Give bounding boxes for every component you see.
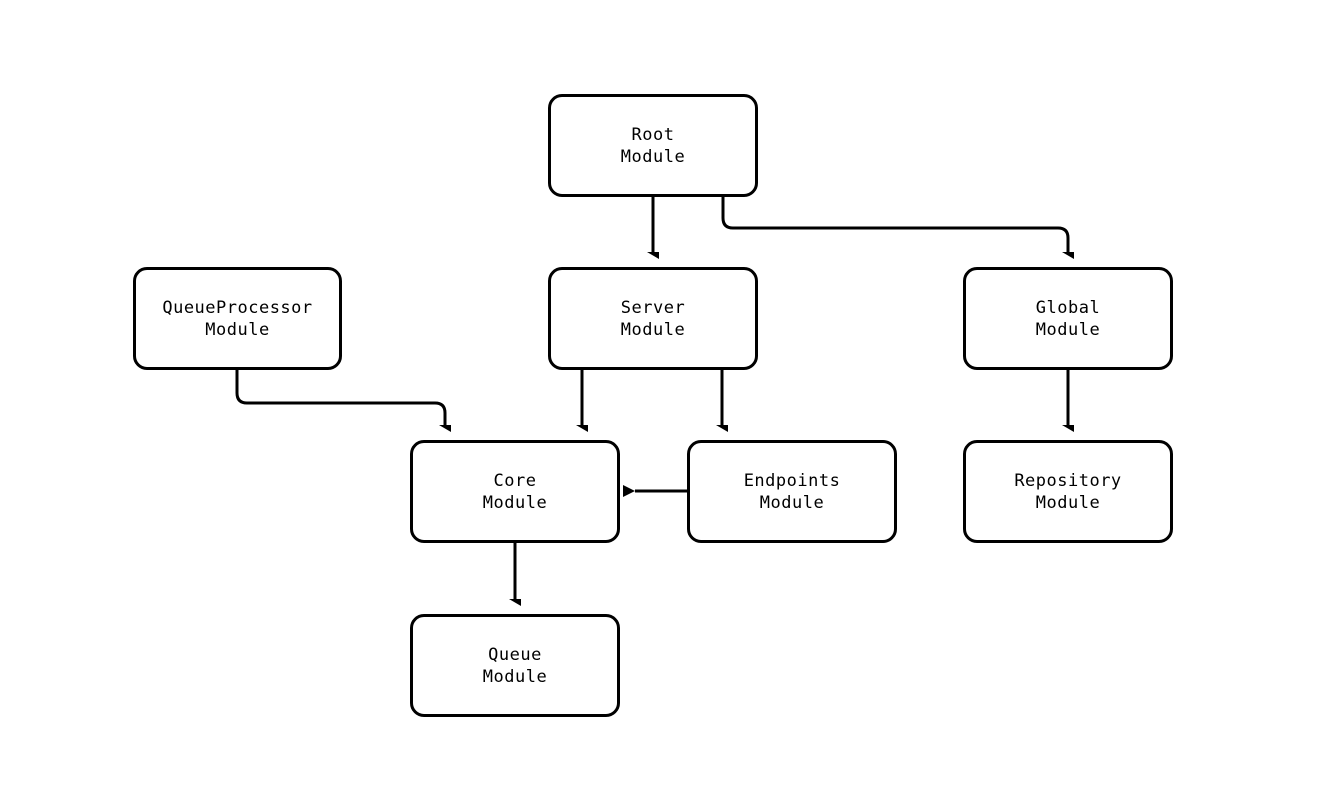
node-endpoints[interactable]: Endpoints Module	[687, 440, 897, 543]
node-endpoints-label: Endpoints Module	[743, 470, 841, 513]
node-global-label: Global Module	[1035, 297, 1101, 340]
node-root-label: Root Module	[620, 124, 686, 167]
node-repository-label: Repository Module	[1014, 470, 1122, 513]
node-global[interactable]: Global Module	[963, 267, 1173, 370]
edges-group	[235, 197, 1068, 599]
node-queueprocessor[interactable]: QueueProcessor Module	[133, 267, 342, 370]
edge-root-global	[721, 197, 1068, 252]
edge-queueprocessor-core	[235, 370, 445, 425]
node-server-label: Server Module	[620, 297, 686, 340]
node-core-label: Core Module	[482, 470, 548, 513]
node-server[interactable]: Server Module	[548, 267, 758, 370]
node-root[interactable]: Root Module	[548, 94, 758, 197]
node-queueprocessor-label: QueueProcessor Module	[162, 297, 313, 340]
node-queue[interactable]: Queue Module	[410, 614, 620, 717]
node-queue-label: Queue Module	[482, 644, 548, 687]
node-repository[interactable]: Repository Module	[963, 440, 1173, 543]
node-core[interactable]: Core Module	[410, 440, 620, 543]
